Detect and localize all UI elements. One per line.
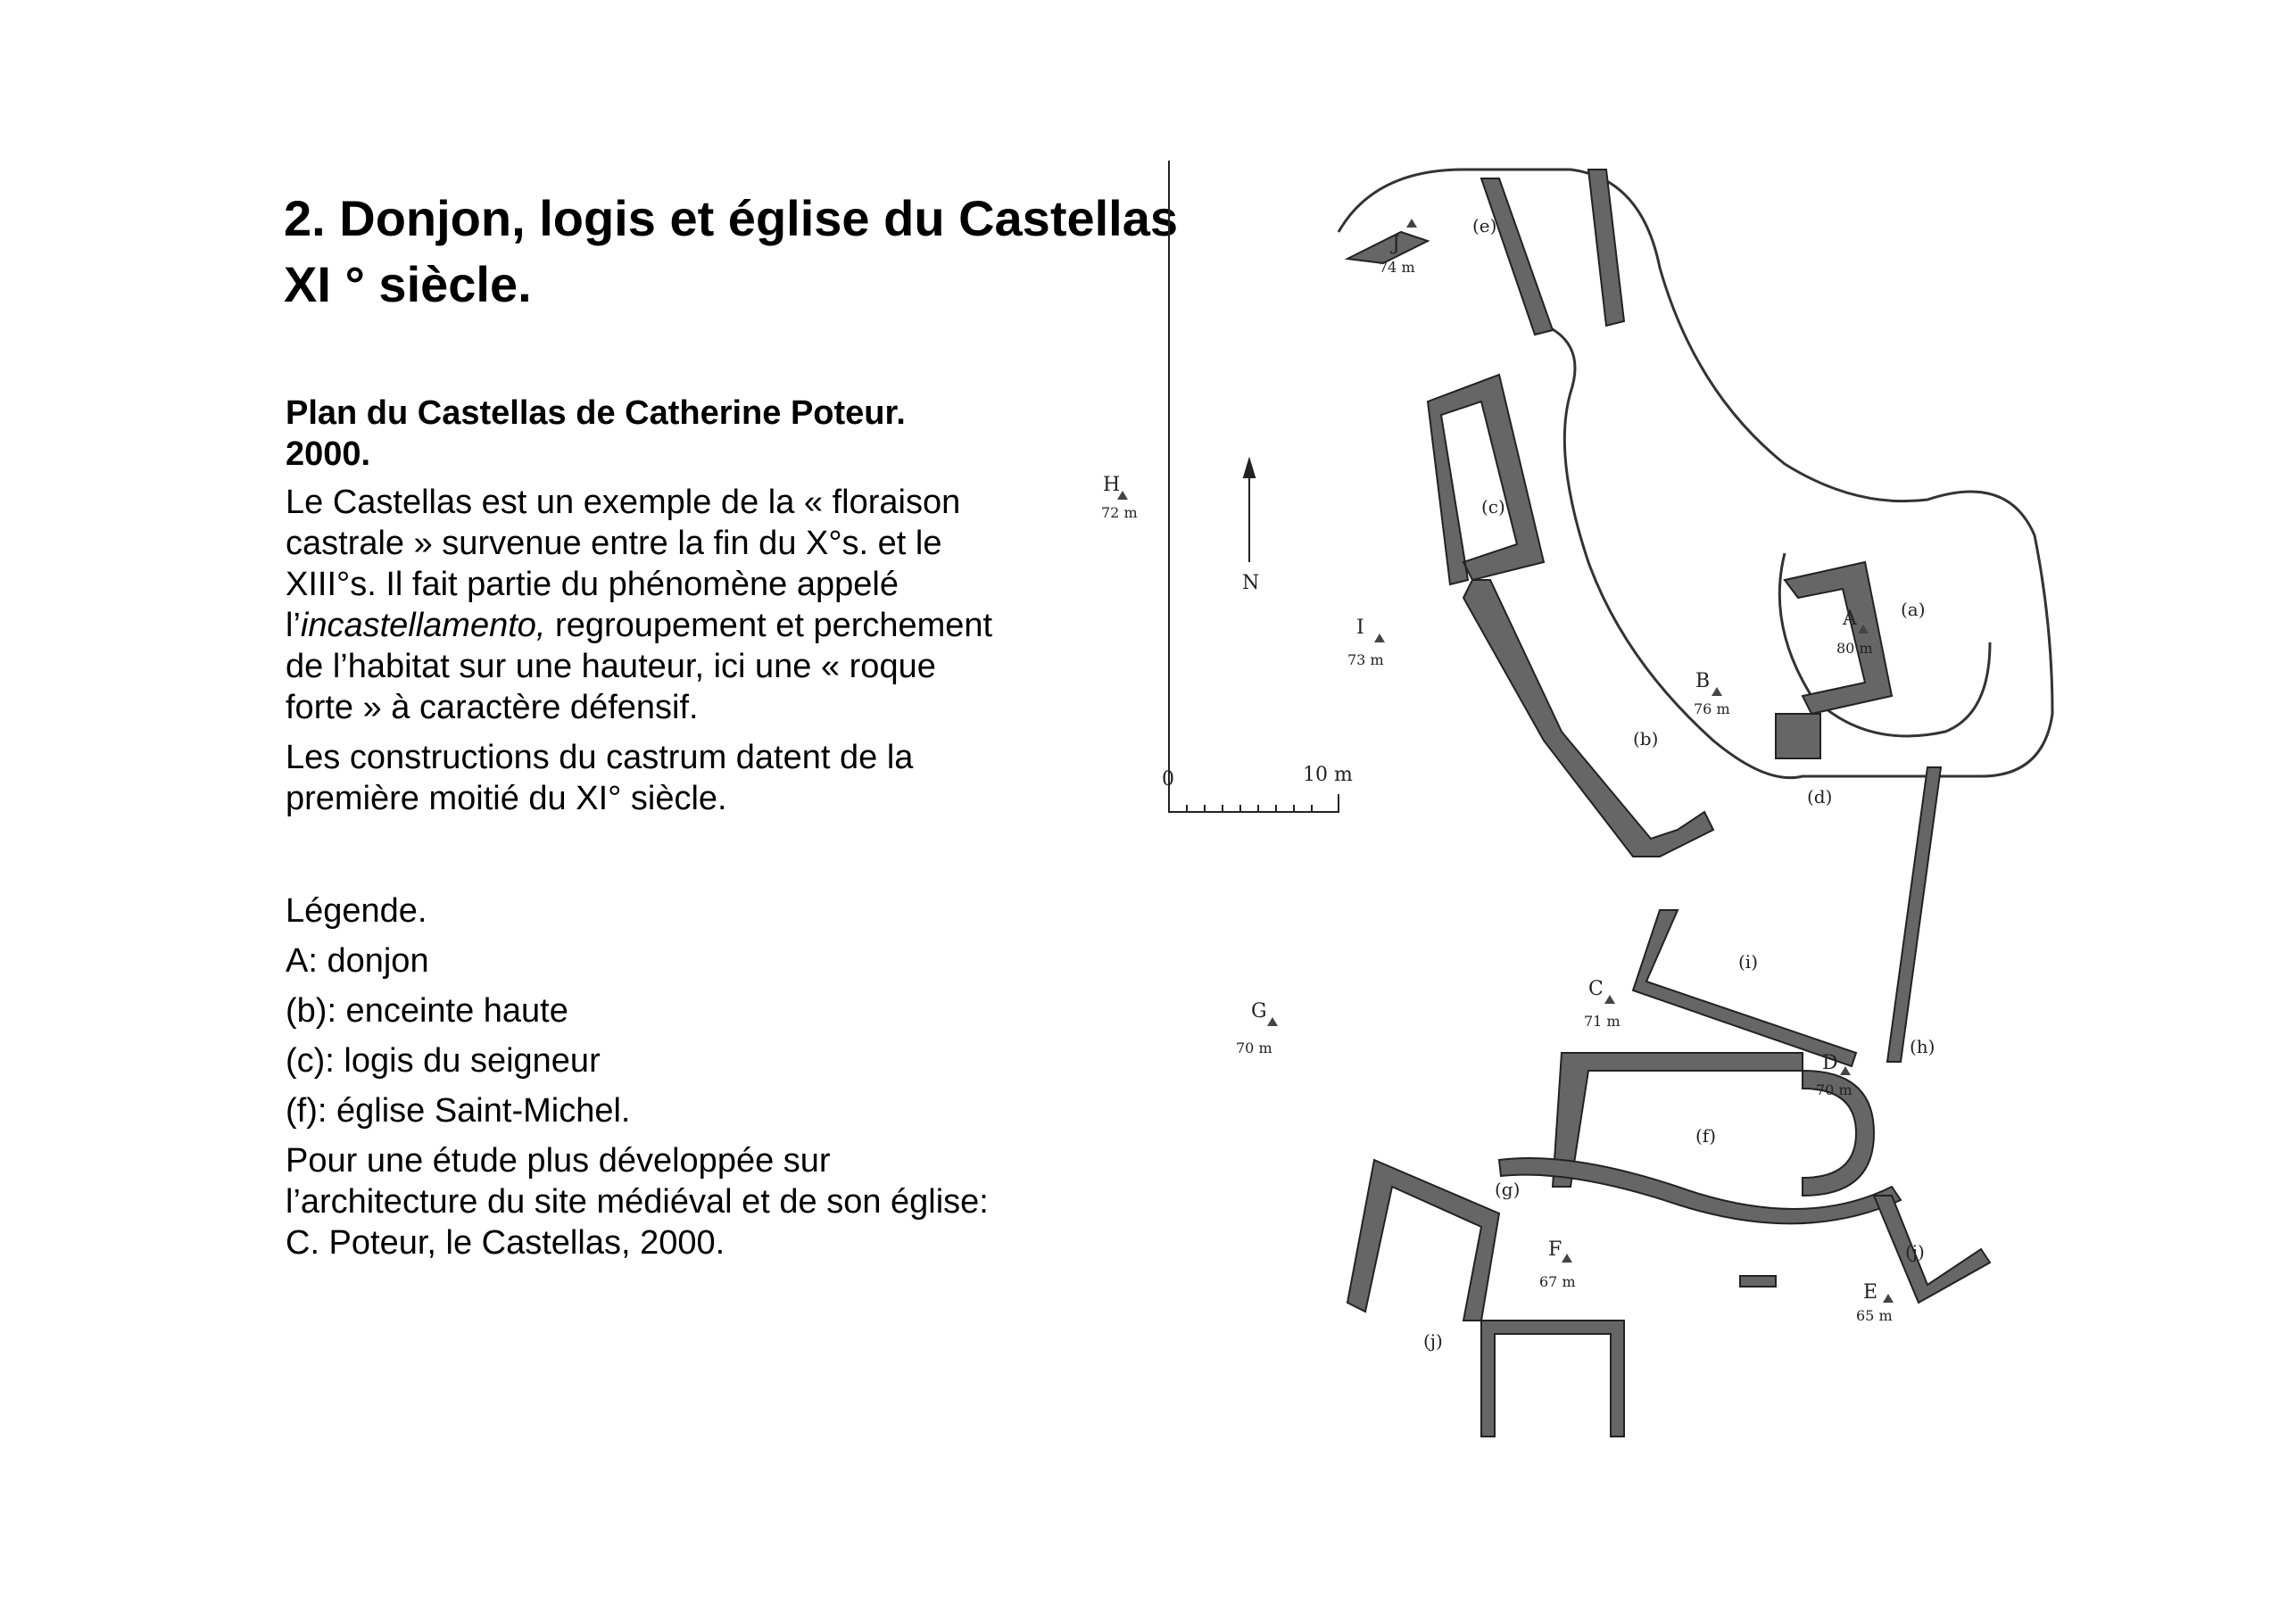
enceinte-b xyxy=(1462,579,1715,857)
wall-i xyxy=(1631,909,1858,1068)
point-g-marker xyxy=(1267,1017,1278,1026)
wall-e xyxy=(1344,230,1430,265)
point-d-label: D xyxy=(1822,1052,1838,1074)
point-e-alt: 65 m xyxy=(1856,1307,1893,1324)
plan-caption: Plan du Castellas de Catherine Poteur. 2… xyxy=(286,394,906,473)
area-f-label: (f) xyxy=(1695,1125,1716,1147)
point-a-alt: 80 m xyxy=(1836,640,1873,657)
donjon-a xyxy=(1783,560,1894,716)
rock-outline xyxy=(1337,168,2054,780)
area-j-left-label: (j) xyxy=(1423,1330,1443,1352)
point-c-marker xyxy=(1604,995,1615,1004)
legend-item: A: donjon xyxy=(286,942,429,980)
point-b-alt: 76 m xyxy=(1694,700,1730,717)
legend-heading: Légende. xyxy=(286,892,427,930)
legend-item: (c): logis du seigneur xyxy=(286,1042,601,1080)
wall-g xyxy=(1497,1157,1902,1225)
point-f-alt: 67 m xyxy=(1539,1273,1576,1290)
intro-italic-term: incastellamento, xyxy=(300,607,546,644)
scale-start-label: 0 xyxy=(1162,768,1174,791)
point-f-label: F xyxy=(1548,1238,1562,1261)
church-f xyxy=(1551,1052,1803,1188)
room-j-right xyxy=(1872,1195,1992,1304)
point-i-alt: 73 m xyxy=(1347,651,1384,668)
north-arrow xyxy=(1242,456,1256,562)
wall-e-right xyxy=(1480,178,1554,336)
wall-h xyxy=(1886,766,1943,1063)
intro-text-end: regroupement et perchement de l’habitat … xyxy=(286,607,993,726)
north-label: N xyxy=(1242,572,1259,594)
dating-paragraph: Les constructions du castrum datent de l… xyxy=(286,739,914,817)
point-j-alt: 74 m xyxy=(1379,259,1415,276)
point-g-label: G xyxy=(1251,1000,1267,1023)
castellas-plan: N 0 10 m J 74 m H 72 m I 73 m A 80 m B 7… xyxy=(1101,161,2054,1437)
keep-rock xyxy=(1778,552,1992,738)
text-column: Plan du Castellas de Catherine Poteur. 2… xyxy=(286,393,999,1263)
page-title: 2. Donjon, logis et église du Castellas … xyxy=(284,190,1179,312)
point-i-marker xyxy=(1374,633,1385,642)
room-j-left xyxy=(1346,1158,1501,1321)
area-d-label: (d) xyxy=(1807,786,1832,807)
area-i-label: (i) xyxy=(1738,951,1758,973)
point-f-marker xyxy=(1562,1254,1572,1263)
wall-fragment xyxy=(1739,1275,1777,1288)
point-e-marker xyxy=(1883,1294,1894,1303)
reference-note: Pour une étude plus développée sur l’arc… xyxy=(286,1142,989,1262)
scale-end-label: 10 m xyxy=(1303,764,1353,786)
intro-paragraph: Le Castellas est un exemple de la « flor… xyxy=(286,482,999,728)
area-a-label: (a) xyxy=(1901,599,1926,620)
intro-text-start: Le Castellas est un exemple de la « flor… xyxy=(286,484,961,644)
scale-bar xyxy=(1168,161,1339,813)
legend: Légende. A: donjon (b): enceinte haute (… xyxy=(286,890,999,1131)
point-j-marker xyxy=(1406,219,1417,228)
logis-c xyxy=(1426,373,1546,586)
point-i-label: I xyxy=(1356,617,1364,639)
area-j-right-label: (j) xyxy=(1905,1241,1925,1263)
wall-e-far xyxy=(1587,169,1626,327)
point-b-label: B xyxy=(1695,670,1710,692)
area-e-label: (e) xyxy=(1472,215,1496,236)
point-b-marker xyxy=(1712,687,1722,696)
point-a-marker xyxy=(1858,625,1869,633)
point-h-alt: 72 m xyxy=(1101,504,1138,521)
point-c-alt: 71 m xyxy=(1584,1013,1620,1030)
point-e-label: E xyxy=(1863,1281,1877,1304)
church-apse xyxy=(1802,1069,1876,1197)
point-h-label: H xyxy=(1103,474,1120,496)
point-c-label: C xyxy=(1588,978,1604,1000)
area-c-label: (c) xyxy=(1481,496,1505,518)
area-b-label: (b) xyxy=(1633,728,1658,749)
area-g-label: (g) xyxy=(1495,1179,1520,1200)
point-d-marker xyxy=(1840,1066,1851,1075)
legend-item: (f): église Saint-Michel. xyxy=(286,1092,631,1130)
point-h-marker xyxy=(1117,491,1128,500)
point-a-label: A xyxy=(1842,608,1858,630)
area-h-label: (h) xyxy=(1910,1036,1935,1057)
tower-d xyxy=(1775,713,1821,759)
point-g-alt: 70 m xyxy=(1236,1039,1272,1056)
room-j-bottom xyxy=(1480,1320,1625,1437)
point-d-alt: 70 m xyxy=(1816,1081,1853,1098)
legend-item: (b): enceinte haute xyxy=(286,992,568,1030)
point-j-label: J xyxy=(1390,233,1400,255)
